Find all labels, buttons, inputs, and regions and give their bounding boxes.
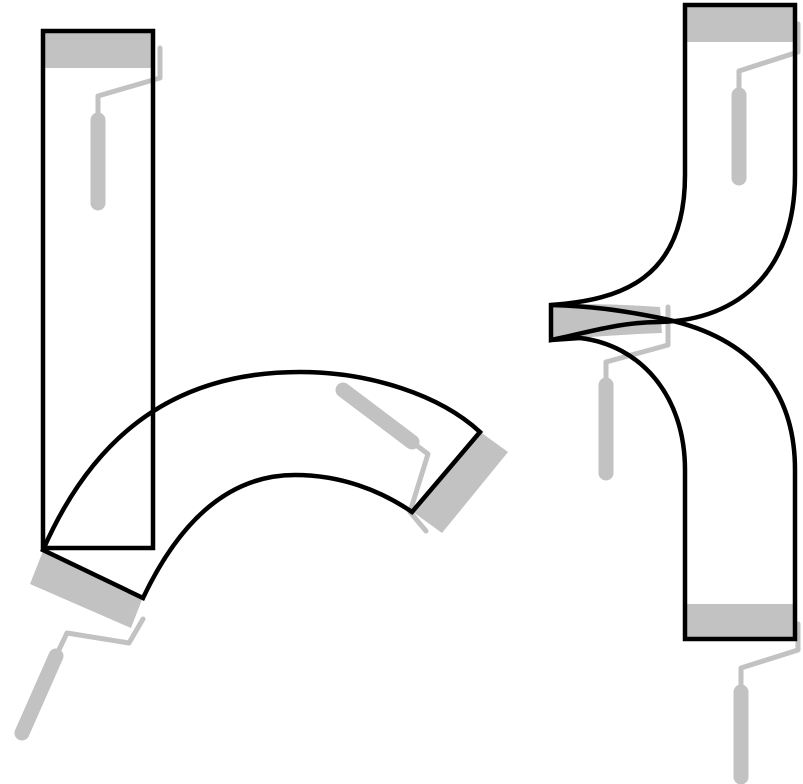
curved-stripe-group: [22, 372, 508, 733]
paint-roller-icon: [22, 619, 143, 733]
arch-end-paint-band: [413, 431, 508, 533]
hourglass-top-paint-band: [685, 5, 795, 42]
hourglass-upper-arm-outline: [551, 5, 795, 340]
paint-roller-icon: [741, 624, 798, 777]
curved-arch-stripe-outline: [43, 372, 480, 598]
hourglass-bottom-paint-band: [685, 604, 795, 639]
straight-stripe-group: [43, 31, 160, 548]
paint-roller-icon: [98, 48, 160, 203]
hourglass-lower-arm-outline: [551, 305, 795, 639]
paint-roller-icon: [739, 24, 798, 178]
hourglass-stripe-group: [551, 5, 798, 777]
straight-stripe-paint-band: [43, 31, 153, 68]
